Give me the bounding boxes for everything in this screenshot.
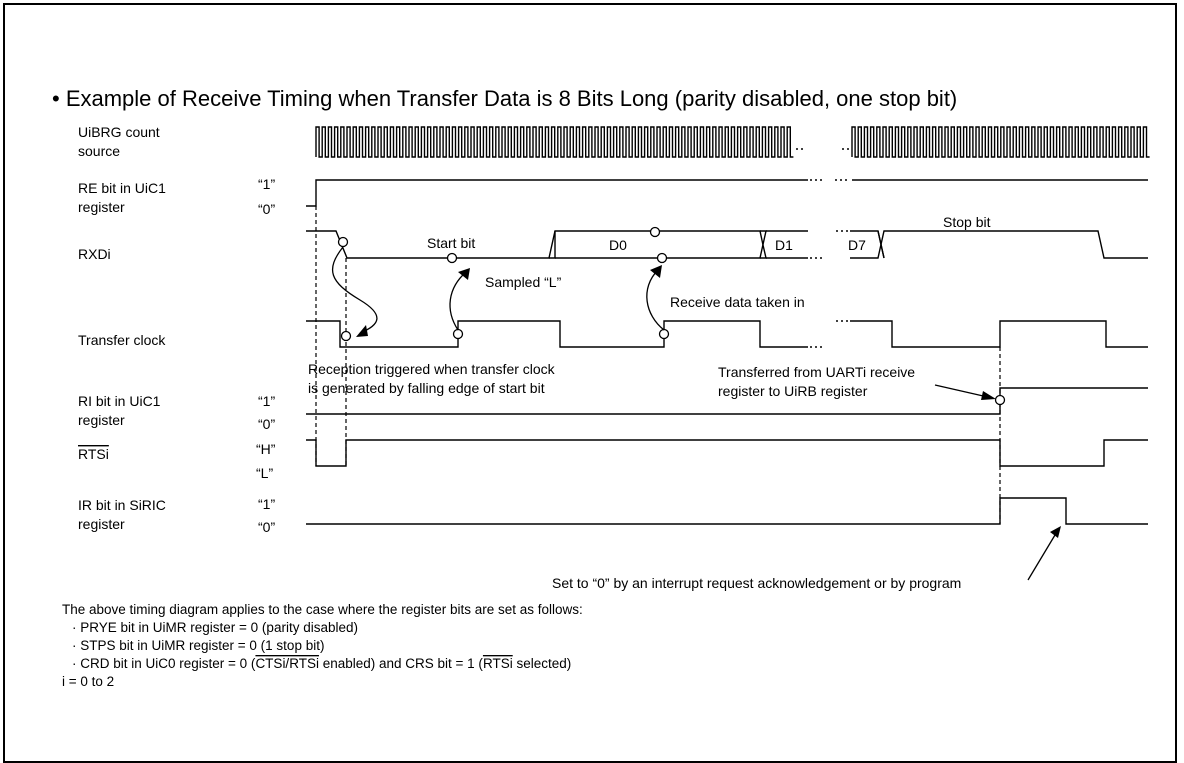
arrow-set0-line [1027,529,1059,581]
note-crd: · CRD bit in UiC0 register = 0 (CTSi/RTS… [72,656,571,671]
stop-bit-label: Stop bit [943,214,991,230]
d0-sample-marker [656,252,668,264]
re-level-0: “0” [258,201,275,217]
rts-waveform [306,439,1148,467]
arrow-receive-head [650,265,662,278]
arrow-trigger-curve [332,246,378,334]
re-label-line2: register [78,199,125,215]
rts-label: RTSi [78,446,109,462]
arrow-set0-head [1050,526,1061,538]
diagram-frame [3,3,1177,763]
brg-label-line1: UiBRG count [78,124,160,140]
trigger-annotation-line1: Reception triggered when transfer clock [308,361,556,377]
transfer-clock-label: Transfer clock [78,332,166,348]
sampled-annotation: Sampled “L” [485,274,562,290]
note-range: i = 0 to 2 [62,674,114,689]
brg-pulse-train [315,126,794,158]
tclk-sample-marker [452,328,464,340]
arrow-transfer-head [981,391,996,400]
arrow-receive-curve [646,269,665,331]
d0-marker [649,226,661,238]
rxd-d7-cross [877,230,885,259]
arrow-trigger-head [356,325,368,337]
ri-level-1: “1” [258,393,275,409]
rxd-stop-waveform [850,230,1148,259]
ri-set-marker [994,394,1006,406]
rxd-falling-edge-marker [337,236,349,248]
receive-taken-annotation: Receive data taken in [670,294,805,310]
trigger-annotation-line2: is generated by falling edge of start bi… [308,380,545,396]
brg-clock-waveform [315,126,1150,158]
ri-level-0: “0” [258,416,275,432]
notes-intro: The above timing diagram applies to the … [62,602,583,617]
d0-label: D0 [609,237,627,253]
brg-label-line2: source [78,143,120,159]
d1-label: D1 [775,237,793,253]
diagram-title: • Example of Receive Timing when Transfe… [52,86,957,111]
re-waveform [306,179,808,207]
rxd-waveform-a [306,230,767,259]
re-label-line1: RE bit in UiC1 [78,180,166,196]
ir-level-0: “0” [258,519,275,535]
ir-level-1: “1” [258,496,275,512]
transfer-clock-waveform [306,320,808,348]
rts-level-l: “L” [256,465,273,481]
ir-label-line1: IR bit in SiRIC [78,497,166,513]
ir-label-line2: register [78,516,125,532]
set0-annotation: Set to “0” by an interrupt request ackno… [552,575,961,591]
brg-pulse-train [851,126,1150,158]
transfer-annotation-line2: register to UiRB register [718,383,868,399]
note-prye: · PRYE bit in UiMR register = 0 (parity … [72,620,358,635]
transfer-clock-waveform-tail [850,320,1148,348]
arrow-sampled-head [458,268,470,280]
rts-level-h: “H” [256,441,276,457]
start-bit-label: Start bit [427,235,475,251]
d7-label: D7 [848,237,866,253]
tclk-d0-marker [658,328,670,340]
rxd-label: RXDi [78,246,111,262]
start-bit-sample-marker [446,252,458,264]
transfer-annotation-line1: Transferred from UARTi receive [718,364,915,380]
note-stps: · STPS bit in UiMR register = 0 (1 stop … [72,638,324,653]
ir-waveform [306,497,1148,525]
tclk-start-marker [340,330,352,342]
re-level-1: “1” [258,176,275,192]
arrow-sampled-curve [449,271,467,331]
ri-label-line2: register [78,412,125,428]
ri-label-line1: RI bit in UiC1 [78,393,161,409]
